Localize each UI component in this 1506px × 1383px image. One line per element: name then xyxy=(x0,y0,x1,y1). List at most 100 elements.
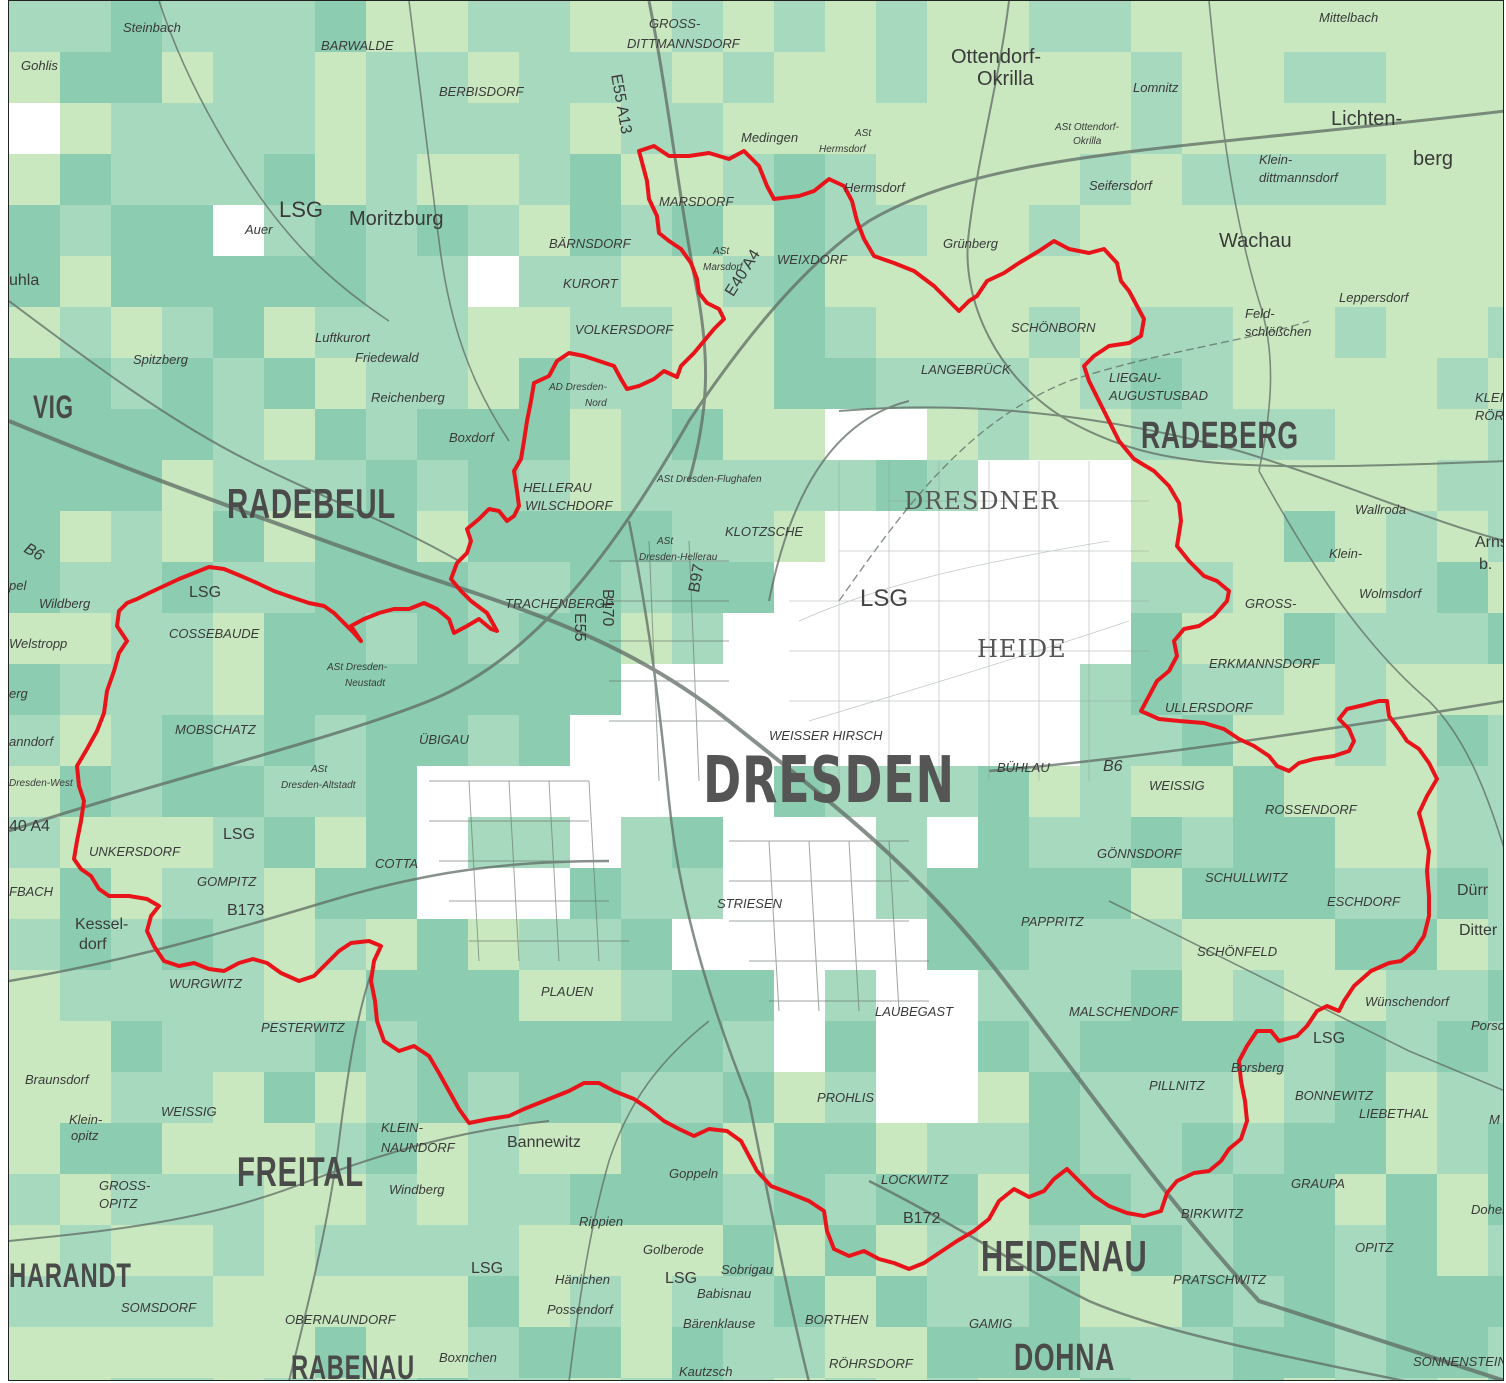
map-label-steinbach: Steinbach xyxy=(123,20,181,35)
grid-cell xyxy=(1233,307,1284,358)
autobahn-a4 xyxy=(9,109,1503,833)
grid-cell xyxy=(1182,868,1233,919)
grid-cell xyxy=(315,1276,366,1327)
grid-cell xyxy=(162,715,213,766)
grid-cell xyxy=(1488,766,1503,817)
map-label-wildberg: Wildberg xyxy=(39,596,91,611)
grid-cell xyxy=(1182,970,1233,1021)
grid-cell xyxy=(519,1072,570,1123)
grid-cell xyxy=(519,1378,570,1380)
grid-cell xyxy=(111,103,162,154)
grid-cell xyxy=(825,664,876,715)
grid-cell xyxy=(1335,1174,1386,1225)
grid-cell xyxy=(468,103,519,154)
grid-cell xyxy=(1080,103,1131,154)
grid-cell xyxy=(978,715,1029,766)
map-label-hanichen: Hänichen xyxy=(555,1272,610,1287)
grid-cell xyxy=(621,409,672,460)
grid-cell xyxy=(1080,664,1131,715)
grid-cell xyxy=(1182,460,1233,511)
map-label-doher: Doher xyxy=(1471,1202,1504,1217)
grid-cell xyxy=(162,409,213,460)
grid-cell xyxy=(60,205,111,256)
grid-cell xyxy=(672,1174,723,1225)
grid-cell xyxy=(672,511,723,562)
map-label-mobschatz: MOBSCHATZ xyxy=(175,722,256,737)
grid-cell xyxy=(927,868,978,919)
grid-cell xyxy=(111,664,162,715)
grid-cell xyxy=(825,52,876,103)
grid-cell xyxy=(468,358,519,409)
grid-cell xyxy=(162,1327,213,1378)
grid-cell xyxy=(672,1378,723,1380)
grid-cell xyxy=(111,1174,162,1225)
grid-cell xyxy=(876,307,927,358)
map-label-laubegast: LAUBEGAST xyxy=(875,1004,954,1019)
grid-cell xyxy=(1284,562,1335,613)
map-label-medingen: Medingen xyxy=(741,130,799,145)
grid-cell xyxy=(60,562,111,613)
grid-cell xyxy=(60,103,111,154)
grid-cell xyxy=(1335,1123,1386,1174)
grid-cell xyxy=(1386,205,1437,256)
map-label-boxnchen: Boxnchen xyxy=(439,1350,497,1365)
grid-cell xyxy=(264,562,315,613)
map-label-barwalde: BARWALDE xyxy=(321,38,394,53)
grid-cell xyxy=(1182,817,1233,868)
grid-cell xyxy=(1488,460,1503,511)
map-label-weissig-east: WEISSIG xyxy=(1149,778,1205,793)
map-label-gross-dittmannsdorf-1: GROSS- xyxy=(649,16,701,31)
grid-cell xyxy=(1437,154,1488,205)
grid-cell xyxy=(1284,358,1335,409)
grid-cell xyxy=(1182,1021,1233,1072)
map-label-gross-erkmannsdorf-2: ERKMANNSDORF xyxy=(1209,656,1320,671)
grid-cell xyxy=(519,868,570,919)
grid-cell xyxy=(111,715,162,766)
topographic-map[interactable] xyxy=(9,1,1504,1381)
map-label-lichtenberg-1: Lichten- xyxy=(1331,108,1403,130)
grid-cell xyxy=(468,1378,519,1380)
grid-cell xyxy=(111,358,162,409)
grid-cell xyxy=(162,103,213,154)
map-label-gompitz: GOMPITZ xyxy=(197,874,257,889)
grid-cell xyxy=(111,460,162,511)
map-label-ubigau: ÜBIGAU xyxy=(419,732,469,747)
grid-cell xyxy=(417,868,468,919)
grid-cell xyxy=(111,256,162,307)
map-label-lomnitz: Lomnitz xyxy=(1133,80,1179,95)
grid-cell xyxy=(1080,460,1131,511)
grid-cell xyxy=(1488,1276,1503,1327)
map-label-gross-opitz-1: GROSS- xyxy=(99,1178,151,1193)
grid-cell xyxy=(1386,1276,1437,1327)
grid-cell xyxy=(825,256,876,307)
grid-cell xyxy=(1386,1174,1437,1225)
grid-cell xyxy=(1131,1225,1182,1276)
grid-cell xyxy=(1182,358,1233,409)
grid-cell xyxy=(1488,919,1503,970)
grid-cell xyxy=(978,154,1029,205)
grid-cell xyxy=(1233,1174,1284,1225)
grid-cell xyxy=(1335,613,1386,664)
map-label-gross-dittmannsdorf-2: DITTMANNSDORF xyxy=(627,36,740,51)
junction-label-ast-ottendorf: ASt Ottendorf- xyxy=(1055,122,1119,133)
map-label-anndorf: anndorf xyxy=(9,734,54,749)
grid-cell xyxy=(1437,358,1488,409)
grid-cell xyxy=(978,613,1029,664)
map-label-lsg-west: LSG xyxy=(223,826,256,843)
grid-cell xyxy=(876,409,927,460)
grid-cell xyxy=(111,970,162,1021)
grid-cell xyxy=(825,1174,876,1225)
road-network xyxy=(9,1,1503,1380)
grid-cell xyxy=(468,256,519,307)
grid-cell xyxy=(9,1378,60,1380)
grid-cell xyxy=(978,562,1029,613)
grid-cell xyxy=(1488,715,1503,766)
grid-cell xyxy=(1386,1021,1437,1072)
grid-cell xyxy=(9,205,60,256)
grid-cell xyxy=(417,205,468,256)
map-label-dresdner: DRESDNER xyxy=(904,487,1060,515)
grid-cell xyxy=(162,817,213,868)
map-label-opitz: OPITZ xyxy=(1355,1240,1394,1255)
grid-cell xyxy=(1335,1378,1386,1380)
grid-cell xyxy=(621,103,672,154)
